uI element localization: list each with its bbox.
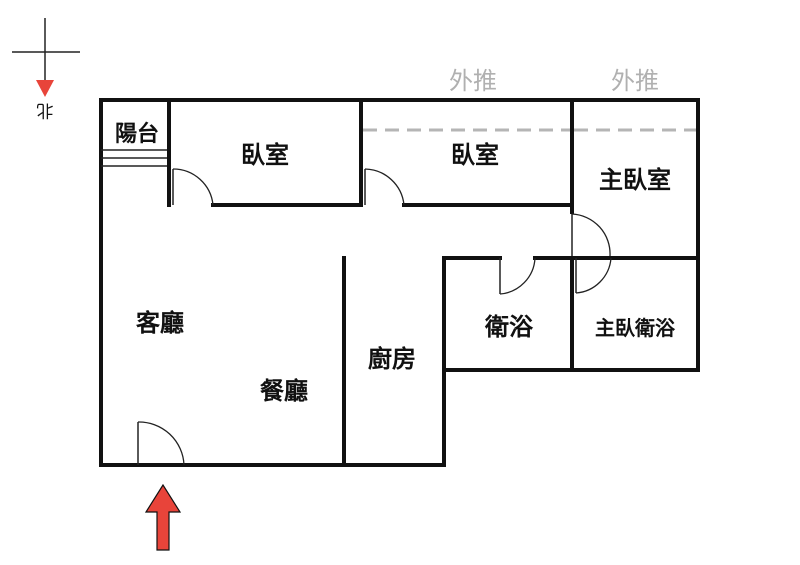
room-label-master-bedroom: 主臥室 xyxy=(599,165,671,194)
room-label-master-bathroom: 主臥衛浴 xyxy=(595,316,676,340)
door-master-bedroom xyxy=(571,213,611,257)
entrance-arrow-icon xyxy=(144,483,182,551)
compass-arrow-icon xyxy=(36,80,54,97)
compass-north-label: 北 xyxy=(37,100,54,120)
room-label-bedroom-2: 臥室 xyxy=(451,140,499,169)
door-bathroom xyxy=(499,257,536,295)
door-bedroom-2 xyxy=(364,168,405,206)
room-label-bedroom-1: 臥室 xyxy=(241,140,289,169)
room-label-balcony: 陽台 xyxy=(115,121,159,147)
door-entrance xyxy=(137,421,185,466)
push-out-label-2: 外推 xyxy=(611,67,659,95)
room-label-living-room: 客廳 xyxy=(136,308,184,337)
door-master-bathroom xyxy=(575,257,612,294)
room-label-dining-room: 餐廳 xyxy=(260,376,308,405)
compass: 北 xyxy=(12,18,80,120)
room-label-bathroom: 衛浴 xyxy=(484,312,534,341)
room-label-kitchen: 廚房 xyxy=(368,344,416,373)
walls xyxy=(99,98,700,467)
push-out-label-1: 外推 xyxy=(449,67,497,95)
door-bedroom-1 xyxy=(172,168,214,206)
